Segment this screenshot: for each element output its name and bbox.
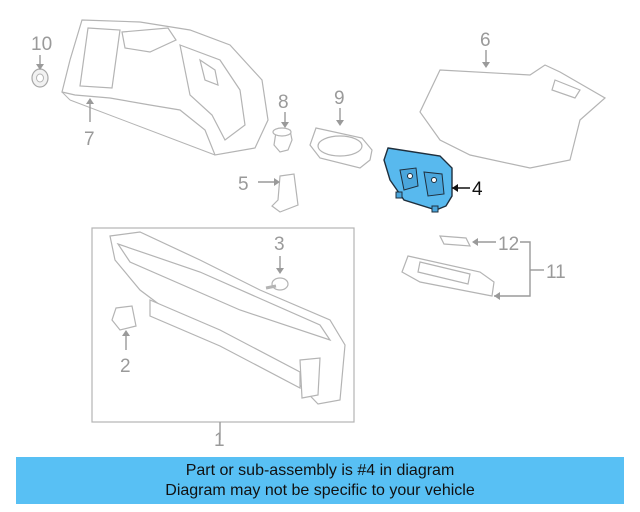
banner-line-1: Part or sub-assembly is #4 in diagram [185, 462, 455, 479]
part-4-cover-panel [383, 147, 470, 213]
part-8-clip [272, 112, 293, 153]
info-banner: Part or sub-assembly is #4 in diagram Di… [16, 457, 624, 504]
callout-7: 7 [84, 129, 95, 150]
part-11-lamp [401, 241, 544, 300]
callout-12: 12 [498, 234, 519, 255]
part-9-bracket [309, 108, 373, 169]
part-1-frame [91, 227, 355, 423]
part-12-bulb [438, 235, 496, 247]
callout-1: 1 [214, 430, 225, 451]
part-7-side-trim [61, 19, 269, 156]
part-1-rear-panel [109, 231, 346, 440]
callout-2: 2 [120, 356, 131, 377]
parts-diagram: 10 7 8 9 6 [31, 19, 607, 451]
part-6-floor-mat [419, 50, 607, 169]
part-2-clip [111, 305, 137, 350]
banner-line-2: Diagram may not be specific to your vehi… [165, 482, 475, 499]
callout-4: 4 [472, 179, 483, 200]
callout-8: 8 [278, 92, 289, 113]
part-3-screw [265, 256, 289, 291]
part-10-grommet [31, 55, 49, 88]
callout-10: 10 [31, 34, 52, 55]
callout-6: 6 [480, 30, 491, 51]
part-5-bracket [258, 173, 299, 213]
callout-9: 9 [334, 88, 345, 109]
callout-3: 3 [274, 234, 285, 255]
callout-11: 11 [546, 262, 566, 283]
callout-5: 5 [238, 174, 249, 195]
